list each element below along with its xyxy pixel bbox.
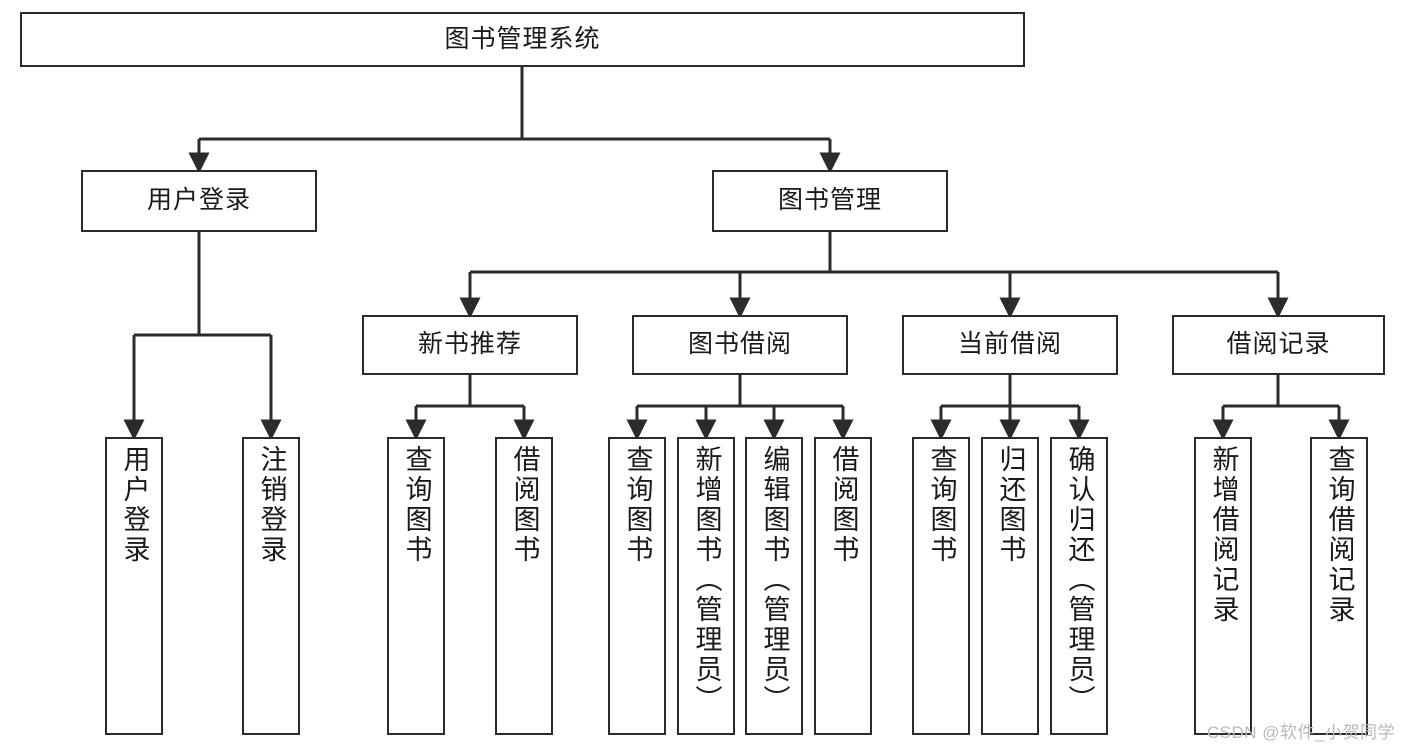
node-label: 当前借阅 [957,330,1062,359]
leaf-add-borrow-record[interactable]: 新增借阅记录 [1194,437,1252,735]
node-label: 确认归还（管理员） [1064,445,1095,715]
leaf-borrow-book-recommend[interactable]: 借阅图书 [495,437,553,735]
node-new-book-recommend[interactable]: 新书推荐 [362,315,578,375]
node-book-management[interactable]: 图书管理 [712,170,948,232]
node-label: 图书借阅 [687,330,792,359]
leaf-query-book-current[interactable]: 查询图书 [912,437,970,735]
leaf-query-book-recommend[interactable]: 查询图书 [387,437,445,735]
leaf-confirm-return[interactable]: 确认归还（管理员） [1050,437,1108,735]
leaf-query-book-borrow[interactable]: 查询图书 [608,437,666,735]
leaf-user-login[interactable]: 用户登录 [105,437,163,735]
node-label: 归还图书 [995,445,1026,565]
node-label: 新书推荐 [417,330,522,359]
node-book-borrow[interactable]: 图书借阅 [632,315,848,375]
leaf-add-book[interactable]: 新增图书（管理员） [677,437,735,735]
node-label: 查询借阅记录 [1324,445,1355,625]
node-label: 注销登录 [256,445,287,565]
node-label: 图书管理 [777,186,882,215]
node-user-login[interactable]: 用户登录 [81,170,317,232]
node-label: 新增借阅记录 [1208,445,1239,625]
node-label: 查询图书 [622,445,653,565]
node-label: 借阅记录 [1226,330,1331,359]
leaf-logout[interactable]: 注销登录 [242,437,300,735]
node-label: 用户登录 [119,445,150,565]
node-label: 查询图书 [401,445,432,565]
leaf-query-borrow-record[interactable]: 查询借阅记录 [1310,437,1368,735]
node-label: 借阅图书 [828,445,859,565]
node-root-book-management-system[interactable]: 图书管理系统 [20,12,1025,67]
node-label: 编辑图书（管理员） [759,445,790,715]
node-label: 借阅图书 [509,445,540,565]
node-current-borrow[interactable]: 当前借阅 [902,315,1118,375]
node-label: 查询图书 [926,445,957,565]
node-label: 用户登录 [146,186,251,215]
node-label: 图书管理系统 [444,24,601,53]
leaf-return-book[interactable]: 归还图书 [981,437,1039,735]
node-label: 新增图书（管理员） [691,445,722,715]
csdn-watermark: CSDN @软件_小贺同学 [1206,723,1395,742]
leaf-borrow-book[interactable]: 借阅图书 [814,437,872,735]
node-borrow-record[interactable]: 借阅记录 [1172,315,1385,375]
leaf-edit-book[interactable]: 编辑图书（管理员） [745,437,803,735]
